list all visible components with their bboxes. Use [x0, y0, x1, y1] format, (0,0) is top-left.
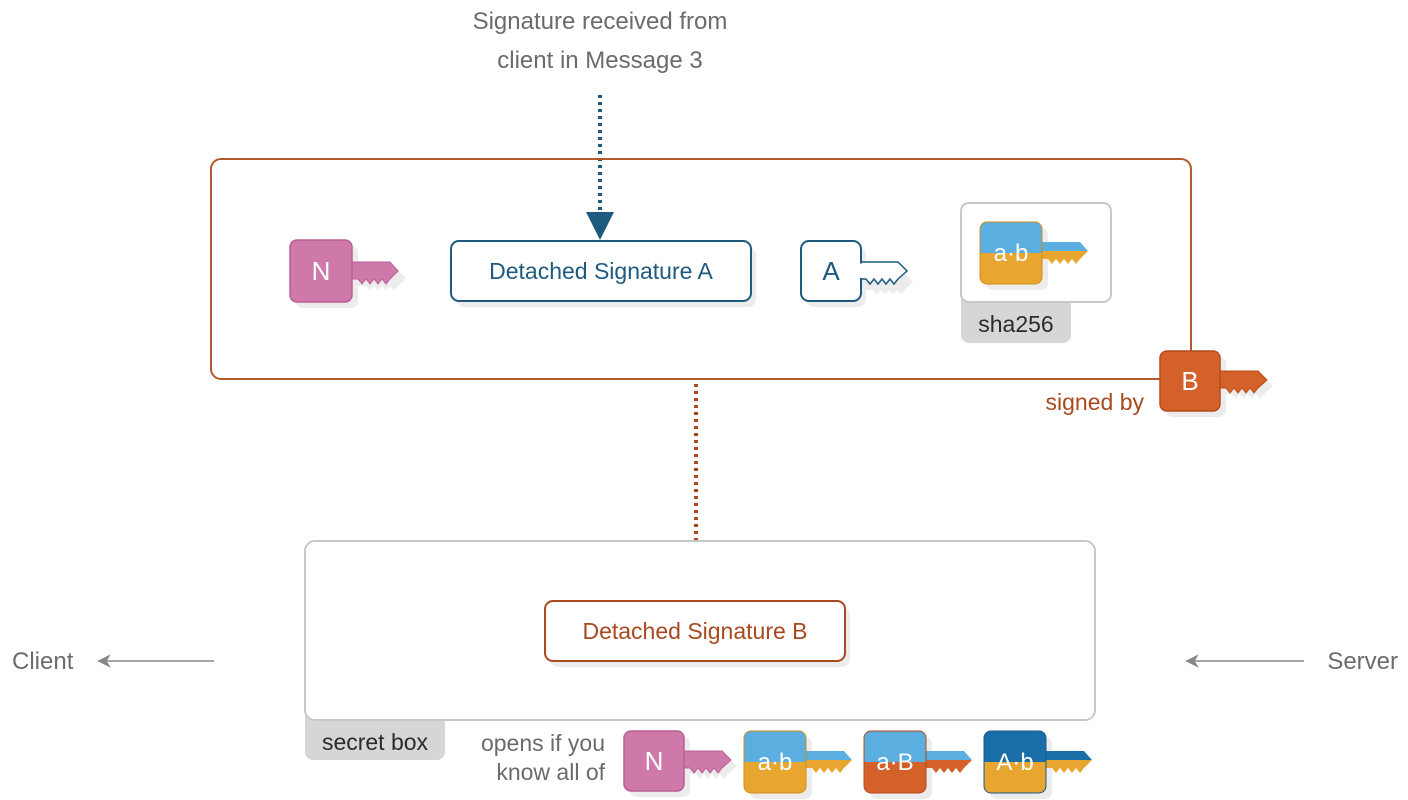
detached-signature-b-label: Detached Signature B — [582, 618, 807, 644]
sha256-tag: sha256 — [978, 311, 1053, 337]
key-3-label: a·B — [876, 749, 913, 776]
signed-by-label: signed by — [1046, 389, 1145, 415]
key-ab-icon: a·b — [743, 730, 852, 799]
key-aB-icon: a·B — [863, 730, 972, 799]
signed-box — [210, 158, 1192, 380]
key-b-signer-icon: B — [1159, 350, 1273, 417]
key-b-label: B — [1181, 366, 1198, 396]
key-n-icon: N — [289, 239, 406, 308]
detached-signature-a-label: Detached Signature A — [489, 258, 713, 284]
key-2-label: a·b — [758, 749, 793, 776]
key-1-label: N — [645, 746, 664, 776]
client-label: Client — [12, 648, 74, 675]
key-Ab-icon: A·b — [983, 730, 1092, 799]
key-n-icon: N — [623, 730, 737, 797]
key-n-label: N — [312, 256, 331, 286]
key-ab-hashed-label: a·b — [994, 240, 1029, 267]
key-ab-hashed-icon: a·b — [979, 221, 1088, 290]
detached-signature-a: Detached Signature A — [450, 240, 756, 307]
server-label: Server — [1327, 648, 1398, 675]
key-4-label: A·b — [996, 749, 1033, 776]
sha256-hash-box: sha256 a·b — [960, 202, 1112, 343]
detached-signature-b: Detached Signature B — [544, 600, 850, 667]
caption-line-2: client in Message 3 — [497, 47, 702, 74]
secret-box-tag: secret box — [322, 729, 429, 755]
opens-line-1: opens if you — [481, 730, 605, 756]
opens-line-2: know all of — [496, 759, 605, 785]
key-a-icon: A — [800, 240, 913, 307]
key-a-label: A — [822, 256, 840, 286]
caption-line-1: Signature received from — [473, 8, 728, 35]
